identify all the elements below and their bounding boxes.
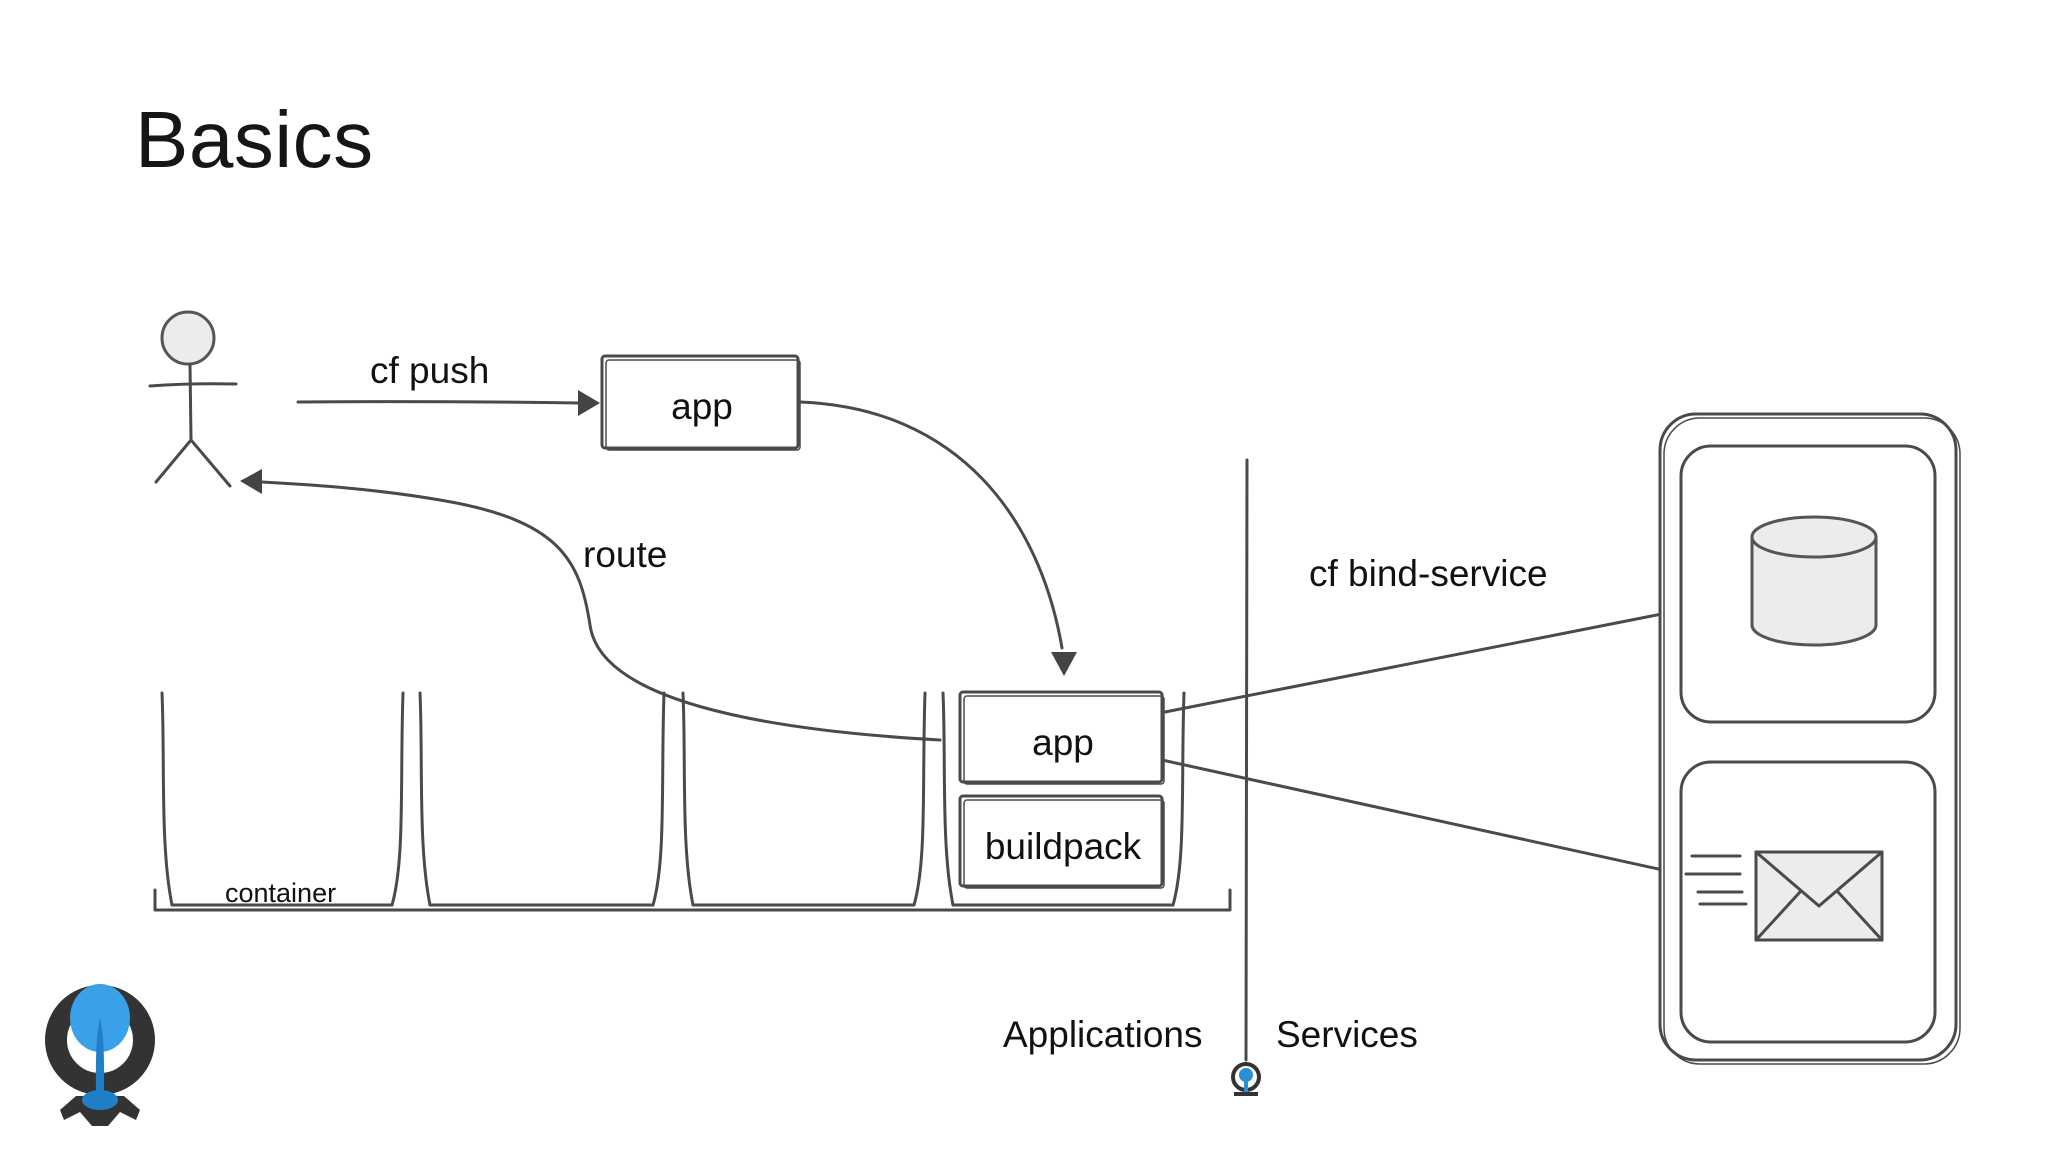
database-icon — [1750, 515, 1878, 647]
pushed-app-box — [600, 354, 801, 451]
deploy-arrow — [798, 400, 1077, 676]
slide-title: Basics — [135, 95, 374, 184]
user-figure-icon — [148, 310, 238, 488]
buildpack-box — [958, 794, 1165, 889]
bind-line-database — [1163, 610, 1674, 714]
services-label: Services — [1276, 1014, 1418, 1055]
services-panel — [1658, 412, 1961, 1065]
mail-icon — [1684, 850, 1884, 942]
container-label: container — [225, 878, 337, 908]
pushed-app-label: app — [671, 386, 733, 427]
route-label: route — [583, 534, 668, 575]
running-app-box — [958, 690, 1165, 785]
running-app-label: app — [1032, 722, 1094, 763]
buildpack-label: buildpack — [984, 826, 1142, 867]
region-divider — [1244, 458, 1249, 1062]
small-logo-icon — [1231, 1062, 1261, 1096]
route-arrow — [240, 469, 942, 742]
cf-bind-service-label: cf bind-service — [1309, 553, 1548, 594]
applications-label: Applications — [1003, 1014, 1203, 1055]
bind-line-mail — [1160, 758, 1674, 874]
cloudfoundry-logo-icon — [45, 984, 155, 1126]
container-row — [153, 691, 1232, 912]
cf-push-label: cf push — [370, 350, 490, 391]
push-arrow — [296, 390, 600, 416]
